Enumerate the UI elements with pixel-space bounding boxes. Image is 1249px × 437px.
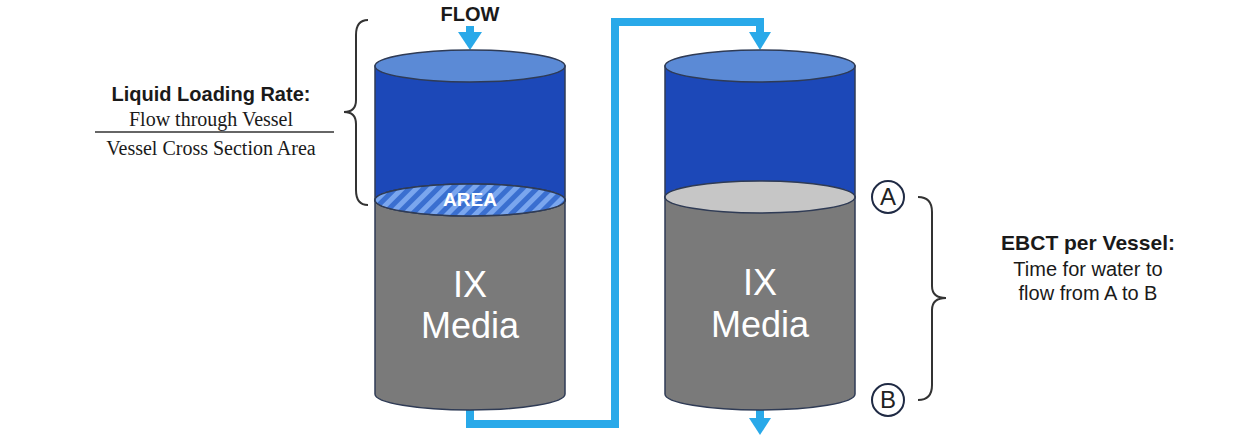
point-letter: B [880,388,896,412]
text-holder: AREA [375,184,565,216]
point-marker: A [871,180,905,214]
area-ellipse: AREA [375,184,565,216]
ebct-title: EBCT per Vessel: [958,230,1218,255]
point-circle [872,181,904,213]
ix-vessel: IX Media AREA [375,50,565,410]
water-surface [665,50,855,82]
media-surface [665,181,855,213]
formula-title: Liquid Loading Rate: [88,82,334,106]
point-marker: B [871,383,905,417]
area-hatch [375,184,565,216]
text-holder: B [871,383,905,417]
media-body [665,197,855,410]
curly-brace [918,197,946,400]
formula-numerator: Flow through Vessel [88,107,334,131]
point-letter: A [880,185,896,209]
point-circle [872,384,904,416]
water-body [375,66,565,216]
flow-label: FLOW [420,2,520,26]
ix-vessel: IX Media [665,50,855,410]
text-holder: IX Media [665,213,855,394]
text-holder: IX Media [375,216,565,394]
media-label: IX Media [405,264,535,347]
media-body [375,200,565,410]
curly-brace [344,20,368,205]
ix-vessel-outline [375,50,565,410]
text-holder: A [871,180,905,214]
outlet-arrowhead [749,418,771,435]
fraction-line [95,131,334,133]
formula-denominator: Vessel Cross Section Area [88,136,334,160]
ebct-description: Time for water to flow from A to B [993,257,1183,305]
ix-vessel-outline [665,50,855,410]
media-label: IX Media [695,262,825,345]
inlet-arrowhead [458,32,482,50]
water-surface [375,50,565,82]
area-label: AREA [443,189,497,211]
water-body [665,66,855,213]
media-surface [375,184,565,216]
